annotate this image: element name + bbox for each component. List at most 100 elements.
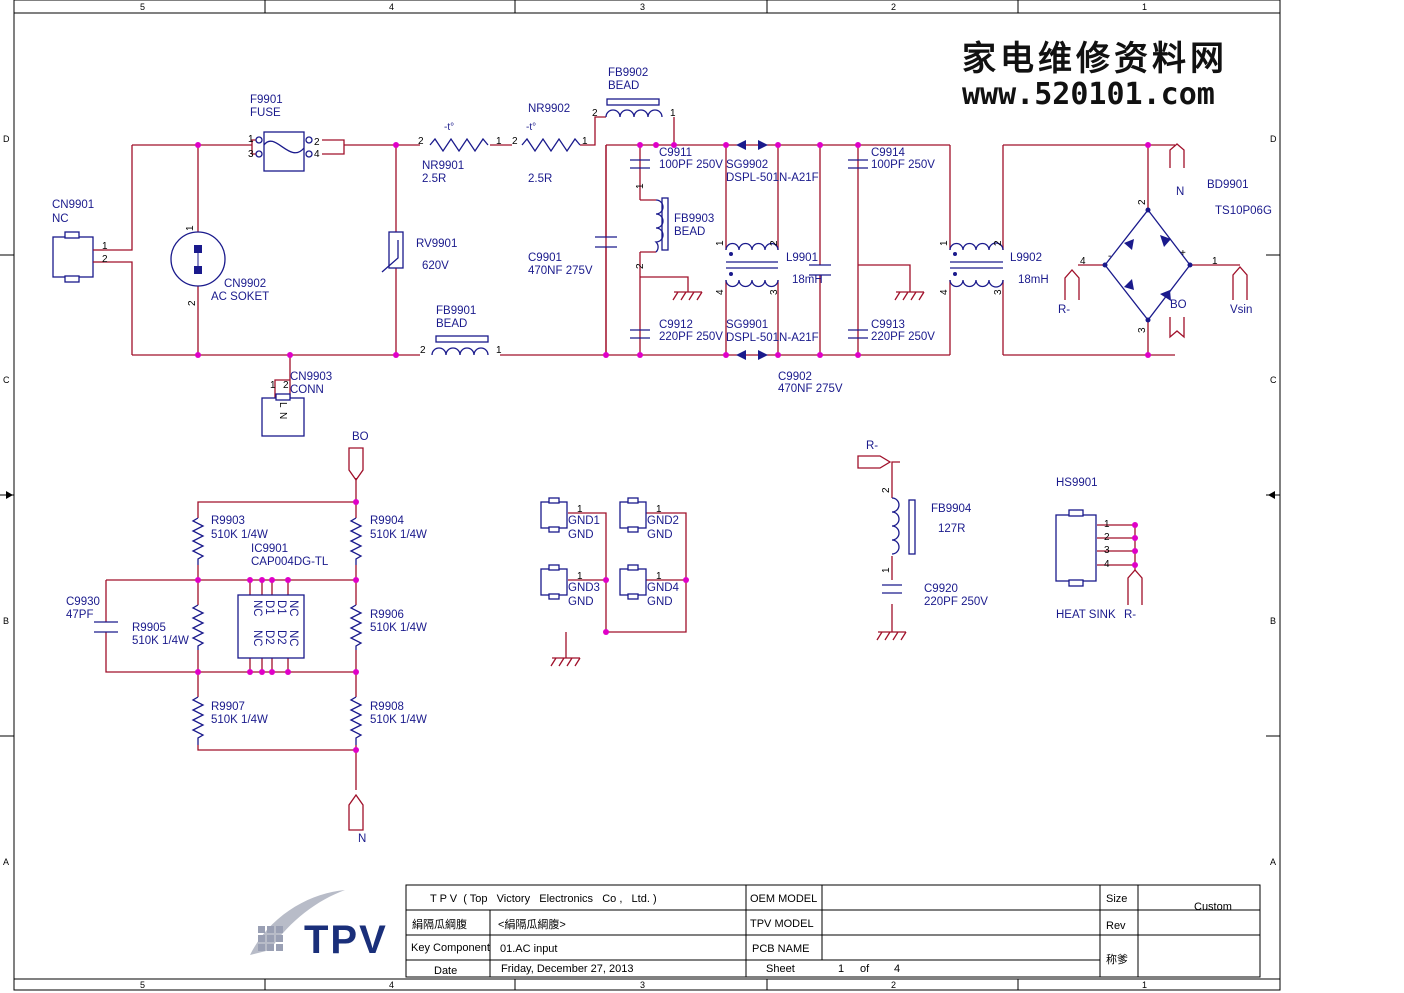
c9912-capacitor: C9912 220PF 250V [630,319,723,343]
bd9901-value: TS10P06G [1215,205,1272,217]
bd9901-ref: BD9901 [1207,179,1249,191]
sheet-of: of [860,963,870,975]
hs9901-heat-sink: 12 34 HS9901 HEAT SINK [1055,477,1116,621]
rv9901-varistor: RV9901 620V [381,231,457,273]
svg-text:L: L [277,402,288,408]
frame-row-b-right: B [1270,616,1276,626]
ic9901-pin-top-4: NC [287,600,299,617]
svg-text:1: 1 [656,504,662,515]
svg-text:1: 1 [582,136,588,147]
svg-text:1: 1 [185,225,196,231]
c9912-value: 220PF 250V [659,331,723,343]
junction-dots [195,142,1151,753]
c9902-capacitor: C9902 470NF 275V [778,371,843,395]
rv9901-ref: RV9901 [416,238,457,250]
c9902-ref: C9902 [778,371,812,383]
sg9901-value: DSPL-501N-A21F [726,332,819,344]
l9902-value: 18mH [1018,274,1049,286]
gnd4-ref: GND4 [647,582,680,594]
oem-model-label: OEM MODEL [750,893,817,905]
svg-text:2: 2 [881,487,892,493]
c9913-value: 220PF 250V [871,331,935,343]
c9901-capacitor: C9901 470NF 275V [528,236,617,277]
c9912-ref: C9912 [659,319,693,331]
f9901-ref: F9901 [250,94,283,106]
ic9901-pin-top-1: NC [251,600,263,617]
gnd3-ref: GND3 [568,582,600,594]
r9903-value: 510K 1/4W [211,529,268,541]
svg-text:4: 4 [715,289,726,295]
svg-text:-t°: -t° [444,122,454,133]
svg-text:2: 2 [592,108,598,119]
net-vsin: Vsin [1230,304,1252,316]
r9907-value: 510K 1/4W [211,714,268,726]
fb9901-value: BEAD [436,318,467,330]
svg-text:1: 1 [939,240,950,246]
svg-text:1: 1 [270,380,276,391]
svg-text:1: 1 [881,567,892,573]
gnd4-value: GND [647,596,673,608]
c9911-ref: C9911 [659,147,692,159]
svg-text:4: 4 [939,289,950,295]
sheet-frame: 5 4 3 2 1 5 4 3 2 1 D C B A D C B A [0,0,1281,991]
l9902-choke: 1 2 4 3 L9902 18mH [939,240,1049,295]
net-n-bottom: N [358,833,366,845]
svg-text:4: 4 [1104,559,1110,570]
ic9901-pin-top-3: D1 [275,600,287,615]
f9901-value: FUSE [250,107,281,119]
cn9902-ac-socket: 1 2 CN9902 AC SOKET [170,225,269,306]
svg-text:1: 1 [656,571,662,582]
frame-col-2-top: 2 [891,2,896,12]
r9904-ref: R9904 [370,515,404,527]
svg-text:1: 1 [496,136,502,147]
frame-col-2-bottom: 2 [891,980,896,990]
ic9901-pin-bottom-2: D2 [263,630,275,645]
svg-text:2: 2 [418,136,424,147]
svg-text:1: 1 [670,108,676,119]
fb9904-value: 127R [938,523,966,535]
sheet-total: 4 [894,963,900,975]
r9908-ref: R9908 [370,701,404,713]
cn9901-connector: 12 CN9901 NC [52,199,108,283]
watermark-chinese: 家电维修资料网 [962,39,1228,79]
svg-text:2: 2 [102,254,108,265]
watermark-url: www.520101.com [962,77,1215,112]
svg-text:2: 2 [993,240,1004,246]
cn9901-value: NC [52,213,69,225]
date-value: Friday, December 27, 2013 [501,963,633,975]
size-label: Size [1106,893,1127,905]
title-block: T P V ( Top Victory Electronics Co , Ltd… [405,884,1261,978]
frame-col-4-top: 4 [389,2,394,12]
cn9903-value: CONN [290,384,324,396]
gnd1-value: GND [568,529,594,541]
r9906-ref: R9906 [370,609,404,621]
fb9904-bead: 2 1 FB9904 127R [881,487,972,573]
tpv-logo-grid-icon [258,926,283,951]
frame-row-d-right: D [1270,134,1277,144]
net-r-minus-hs: R- [1124,609,1136,621]
r9906-value: 510K 1/4W [370,622,427,634]
fb9902-value: BEAD [608,80,639,92]
svg-text:3: 3 [248,149,254,160]
svg-text:2: 2 [1137,199,1148,205]
net-r-minus-top: R- [1058,304,1070,316]
c9901-ref: C9901 [528,252,562,264]
sheet-label: Sheet [766,963,795,975]
pcb-name-label: PCB NAME [752,943,809,955]
gnd3-value: GND [568,596,594,608]
frame-col-4-bottom: 4 [389,980,394,990]
c9920-value: 220PF 250V [924,596,988,608]
title-label: 絹隔瓜綱腹 [412,917,467,931]
svg-text:-t°: -t° [526,122,536,133]
rv9901-value: 620V [422,260,449,272]
svg-text:2: 2 [420,345,426,356]
r9908-value: 510K 1/4W [370,714,427,726]
svg-text:2: 2 [314,137,320,148]
svg-text:1: 1 [1212,256,1218,267]
hs9901-value: HEAT SINK [1056,609,1116,621]
frame-col-3-top: 3 [640,2,645,12]
l9901-choke: 1 2 4 3 L9901 18mH [715,240,831,295]
frame-col-5-top: 5 [140,2,145,12]
r9907-ref: R9907 [211,701,245,713]
